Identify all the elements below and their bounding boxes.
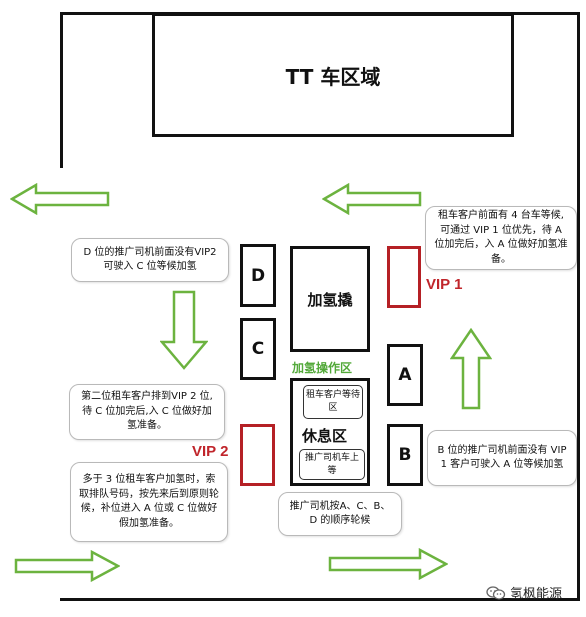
rental-waiting-box: 租车客户等待区 [303,385,363,419]
slot-b-label: B [398,445,412,465]
slot-a-label: A [398,365,412,385]
entry-arrow-left-icon [322,183,422,215]
note-second-rental: 第二位租车客户排到VIP 2 位,待 C 位加完后,入 C 位做好加氢准备。 [69,384,225,440]
dispenser-label: 加氢撬 [307,290,353,309]
rental-waiting-label: 租车客户等待区 [305,390,360,413]
tt-zone: TT 车区域 [152,13,514,137]
tt-zone-label: TT 车区域 [285,64,381,89]
vip2-slot [240,424,275,486]
note-b-driver: B 位的推广司机前面没有 VIP 1 客户可驶入 A 位等候加氢 [427,430,577,486]
exit-arrow-right-icon [328,548,448,580]
note-d-driver: D 位的推广司机前面没有VIP2 可驶入 C 位等候加氢 [71,238,229,282]
note-rotation: 推广司机按A、C、B、D 的顺序轮候 [278,492,402,536]
exit-arrow-left-icon [10,183,110,215]
promo-driver-waiting-label: 推广司机车上等 [304,452,359,476]
rest-area [290,378,370,486]
vip1-label: VIP 1 [426,276,463,293]
boundary-wall-right [577,12,580,601]
hydrogen-dispenser: 加氢撬 [290,246,370,352]
boundary-wall-bottom [60,598,580,601]
boundary-wall-left [60,12,63,168]
vip1-slot [387,246,421,308]
entry-arrow-right-icon [14,550,120,582]
brand-watermark: 氢枫能源 [486,583,562,602]
slot-c-label: C [251,339,265,359]
slot-c: C [240,318,276,380]
note-rental-four: 租车客户前面有 4 台车等候,可通过 VIP 1 位优先，待 A 位加完后，入 … [425,206,577,270]
slot-b: B [387,424,423,486]
rest-area-label: 休息区 [302,427,348,445]
slot-d: D [240,244,276,307]
slot-a: A [387,344,423,406]
vip2-label: VIP 2 [192,443,229,460]
queue-arrow-up-icon [450,328,492,410]
queue-arrow-down-icon [160,290,208,370]
note-more-than-three: 多于 3 位租车客户加氢时，索取排队号码，按先来后到原则轮候，补位进入 A 位或… [70,462,228,542]
promo-driver-waiting-box: 推广司机车上等 [299,449,365,480]
wechat-icon [486,585,506,600]
brand-name: 氢枫能源 [510,587,563,602]
operation-area-label: 加氢操作区 [292,361,353,375]
slot-d-label: D [250,265,266,286]
